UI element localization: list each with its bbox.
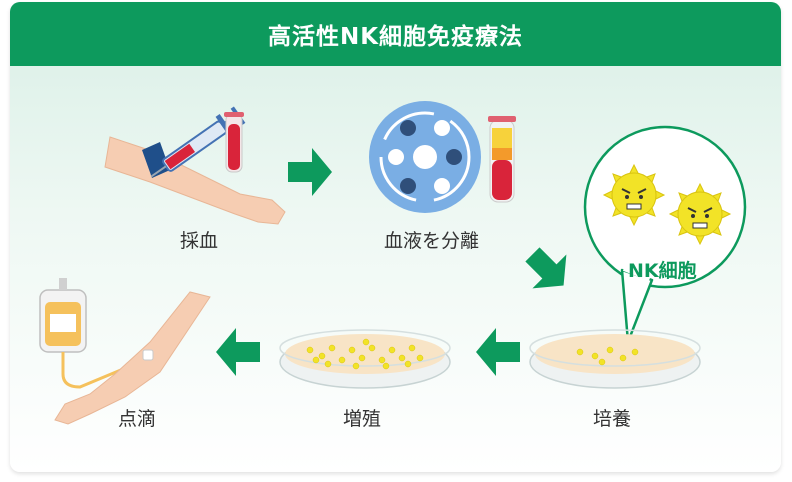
diagram-card: 高活性NK細胞免疫療法: [10, 2, 781, 472]
page-title: 高活性NK細胞免疫療法: [10, 2, 781, 66]
process-illustration: [39, 101, 747, 425]
arm-icon: [54, 291, 211, 425]
step-label-culture: 培養: [593, 408, 632, 430]
step-label-proliferation: 増殖: [343, 408, 382, 430]
step-label-infusion: 点滴: [118, 408, 157, 430]
test-tube-icon: [224, 112, 244, 173]
iv-bag-icon: [39, 278, 141, 389]
arrow-left-1: [476, 328, 520, 376]
arrow-right-1: [288, 148, 332, 196]
separated-tube-icon: [488, 116, 516, 203]
step-label-blood-draw: 採血: [180, 230, 219, 252]
arrow-left-2: [216, 328, 260, 376]
nk-cell-icon: [602, 163, 732, 246]
nk-speech-bubble: [583, 125, 747, 344]
arrow-down-right: [525, 247, 567, 289]
step-label-separation: 血液を分離: [384, 230, 480, 252]
petri-dish-icon: [529, 329, 701, 389]
petri-dish-icon: [279, 329, 451, 389]
centrifuge-icon: [369, 101, 481, 213]
nk-cell-label: NK細胞: [628, 260, 697, 282]
arm-syringe-icon: [104, 106, 286, 225]
